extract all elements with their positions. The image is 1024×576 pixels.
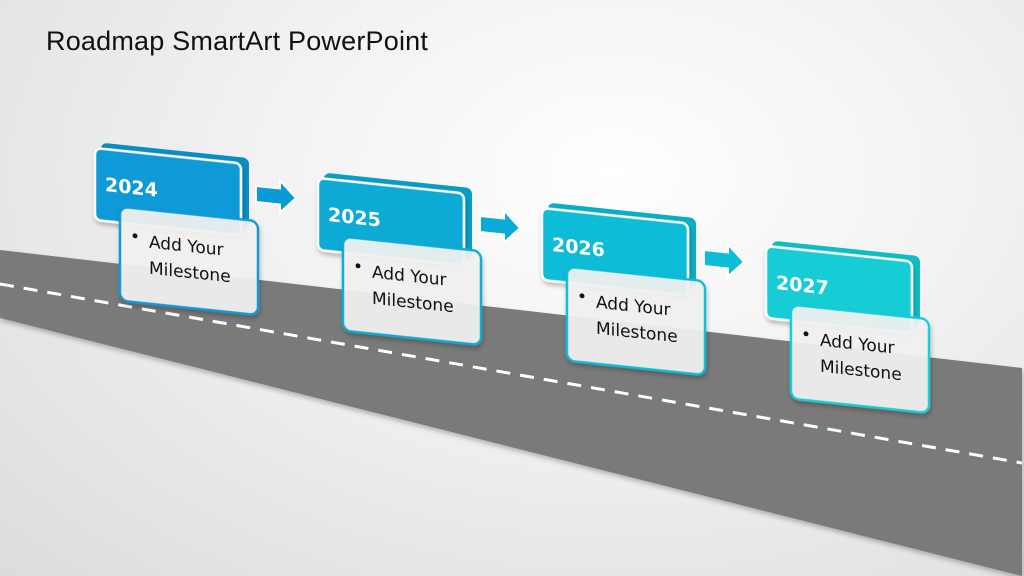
milestone-card	[565, 266, 707, 376]
milestone-2026[interactable]: 2026 • Add Your Milestone	[540, 202, 707, 376]
right-arrow-icon	[479, 208, 522, 245]
svg-text:•: •	[577, 287, 587, 308]
milestone-2025[interactable]: 2025 • Add Your Milestone	[316, 172, 483, 346]
svg-text:•: •	[353, 257, 363, 278]
bullet: •	[130, 227, 140, 248]
right-arrow-icon	[703, 242, 746, 279]
milestone-card	[118, 206, 260, 316]
road	[0, 250, 1023, 576]
svg-text:•: •	[801, 325, 811, 346]
milestone-2027[interactable]: 2027 • Add Your Milestone	[764, 240, 931, 414]
milestone-2024[interactable]: 2024 • Add Your Milestone	[93, 142, 260, 316]
milestone-card	[341, 236, 483, 346]
road-center-dashes	[0, 282, 1023, 465]
right-arrow-icon	[255, 178, 298, 215]
slide-title: Roadmap SmartArt PowerPoint	[46, 26, 429, 56]
milestone-card	[789, 304, 931, 414]
